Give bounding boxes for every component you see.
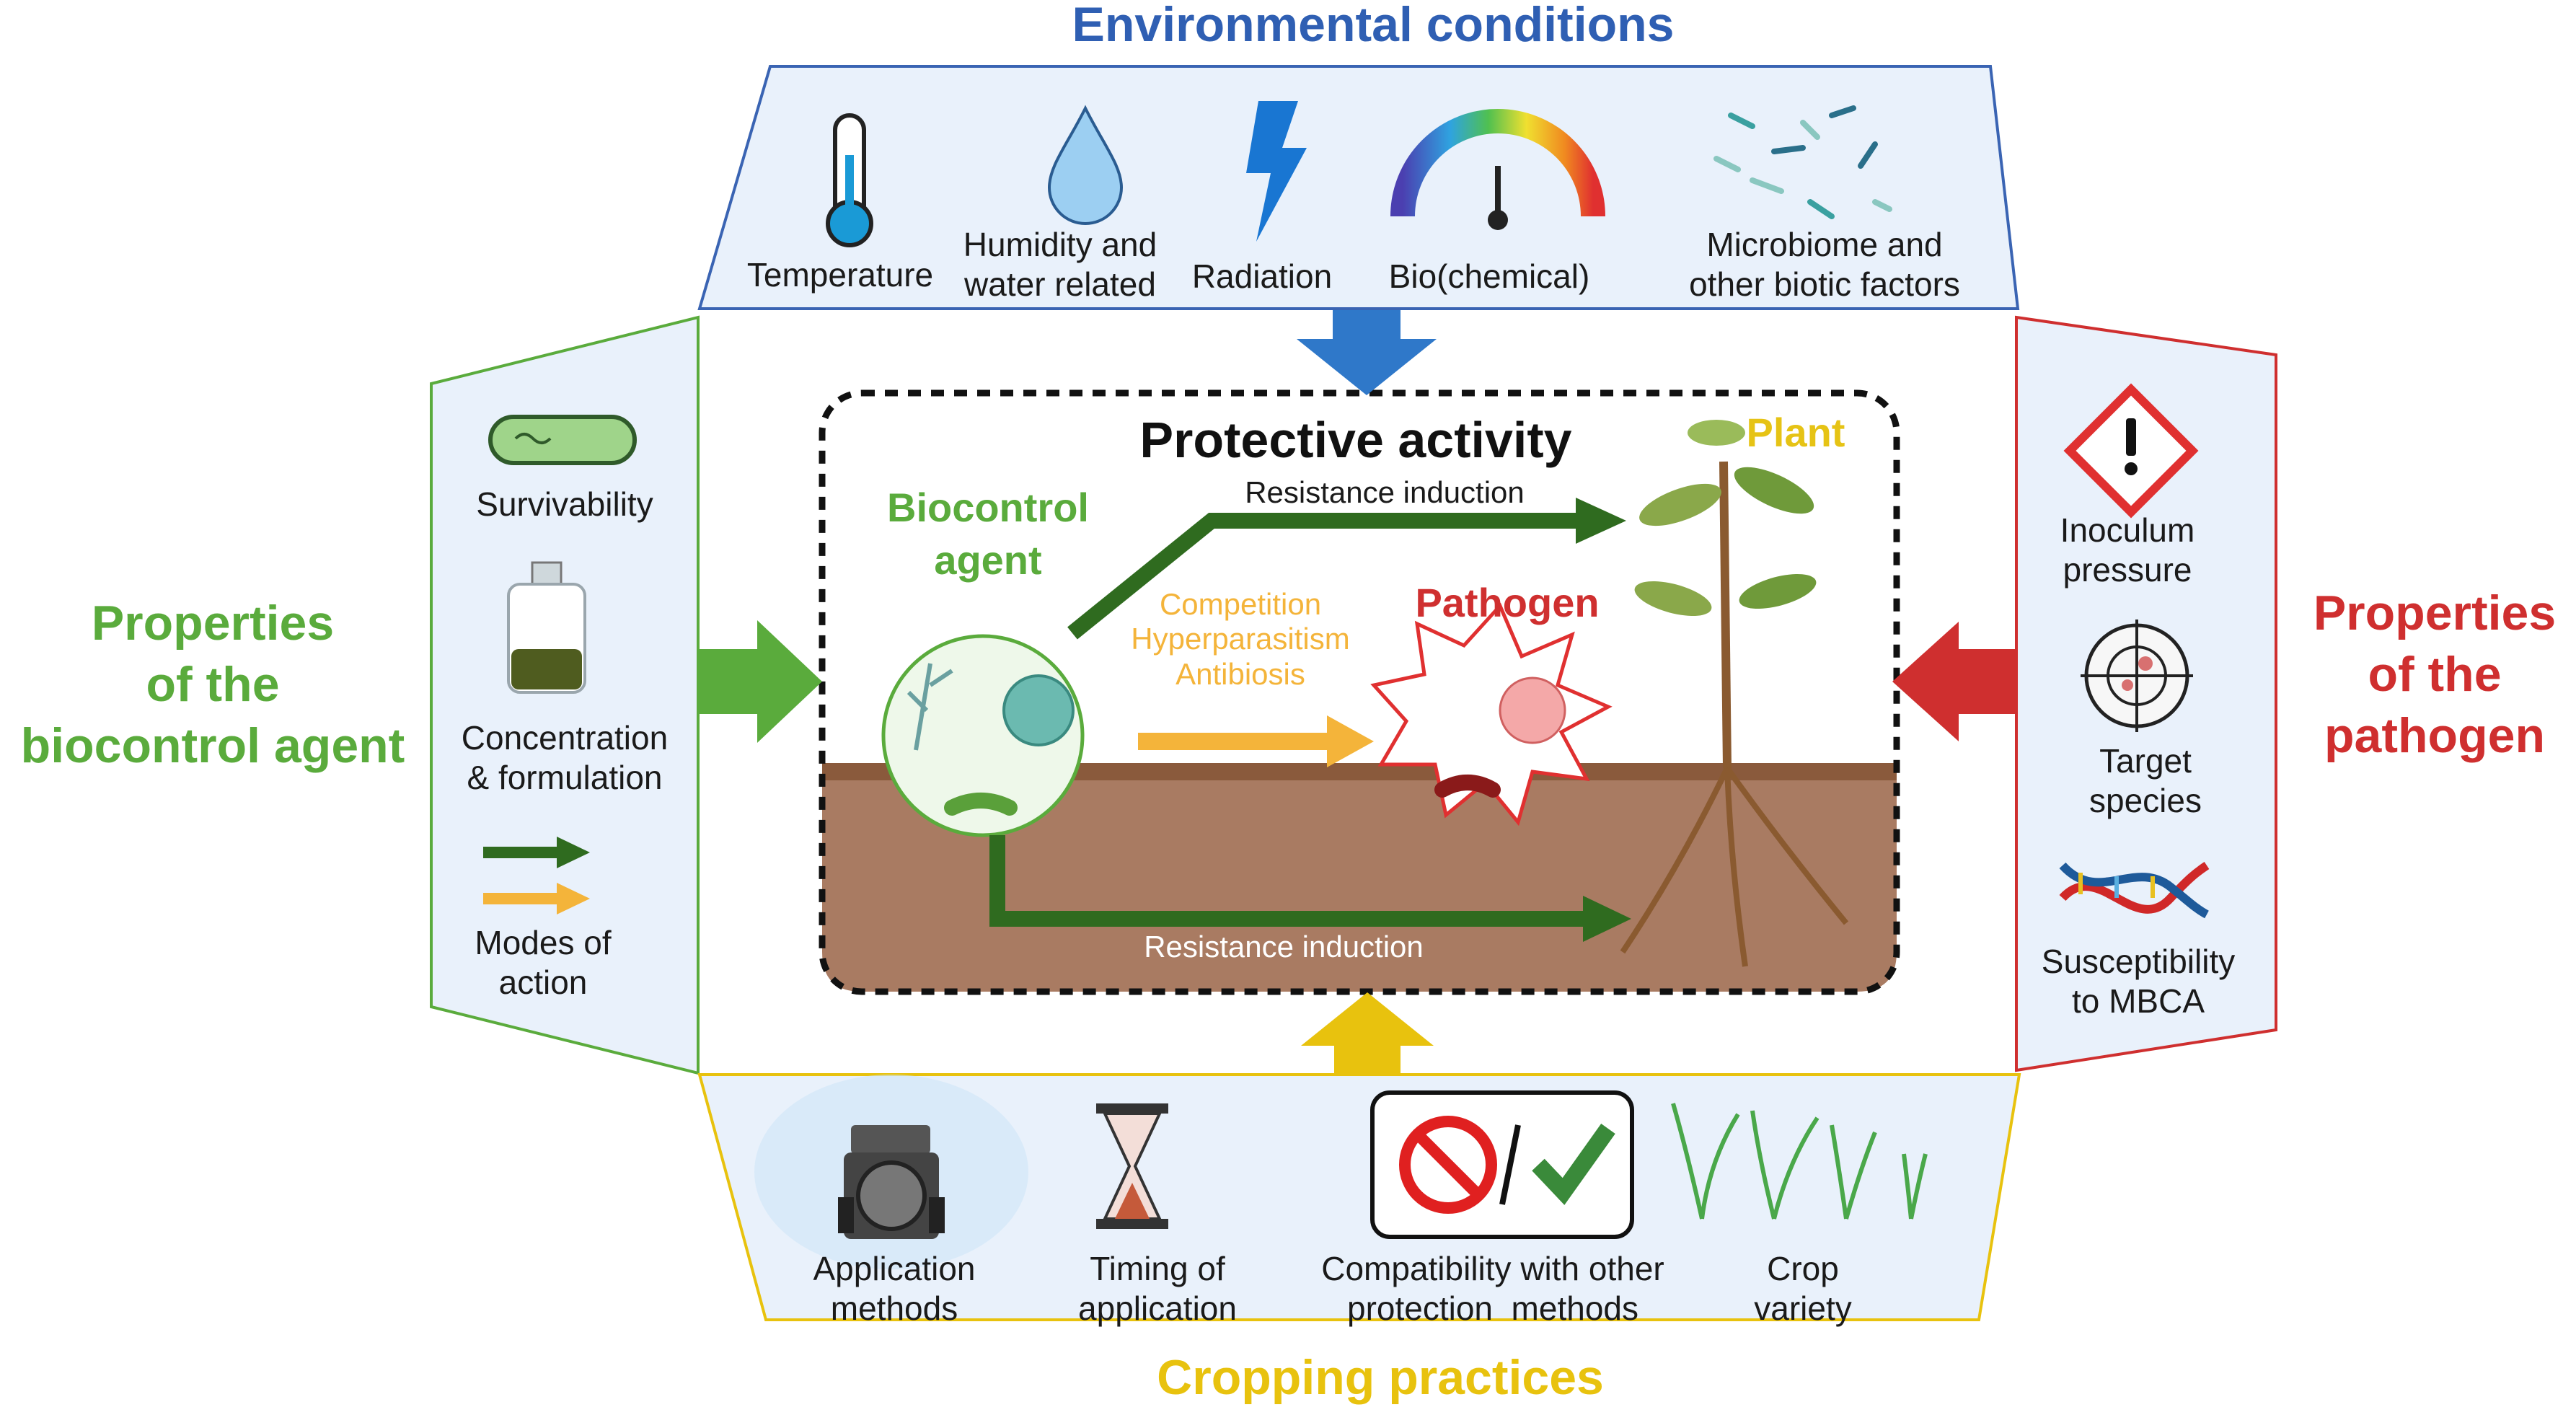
modes-list: Competition Hyperparasitism Antibiosis	[1131, 587, 1350, 691]
compatibility-label: Compatibility with other protection meth…	[1321, 1250, 1664, 1328]
humidity-label: Humidity and water related	[963, 226, 1157, 304]
cropping-panel	[697, 1073, 2021, 1321]
radiation-label: Radiation	[1191, 257, 1333, 295]
protective-activity-border	[819, 389, 1900, 995]
thermometer-icon	[826, 113, 873, 247]
hourglass-icon	[1096, 1103, 1168, 1229]
crop-variety-label: Crop variety	[1754, 1250, 1852, 1328]
resistance-arrow-top	[1067, 498, 1626, 640]
pathogen-label: Pathogen	[1415, 580, 1600, 625]
resistance-label-top: Resistance induction	[1245, 475, 1525, 509]
survivability-label: Survivability	[476, 485, 653, 523]
modes-arrow	[1138, 715, 1374, 767]
biochemical-label: Bio(chemical)	[1388, 257, 1590, 295]
environment-title: Environmental conditions	[1072, 0, 1675, 52]
timing-label: Timing of application	[1078, 1250, 1237, 1328]
soil-area	[822, 766, 1897, 992]
lightning-icon	[1246, 101, 1307, 242]
temperature-label: Temperature	[746, 256, 934, 294]
target-species-label: Target species	[2089, 742, 2202, 820]
plant-icon	[1620, 420, 1849, 967]
gauge-icon	[1390, 109, 1605, 230]
target-icon	[2081, 620, 2193, 732]
microbiome-icon	[1713, 105, 1892, 219]
plant-label: Plant	[1746, 410, 1845, 455]
bottle-icon	[507, 561, 586, 694]
biocontrol-agent-label: Biocontrol agent	[887, 485, 1089, 583]
agent-circle	[881, 634, 1085, 837]
crop-icon	[1671, 1103, 1928, 1220]
biocontrol-arrow	[698, 620, 822, 743]
biocontrol-title: Properties of the biocontrol agent	[20, 596, 405, 773]
resistance-arrow-bottom	[989, 835, 1631, 942]
tractor-icon	[754, 1075, 1028, 1269]
pathogen-arrow	[1892, 622, 2016, 741]
water-drop-icon	[1047, 105, 1124, 225]
modes-of-action-label: Modes of action	[475, 924, 612, 1002]
pathogen-properties-title: Properties of the pathogen	[2313, 586, 2557, 763]
application-methods-label: Application methods	[813, 1250, 976, 1328]
cropping-arrow	[1301, 992, 1434, 1075]
pathogen-burst	[1370, 602, 1613, 826]
concentration-label: Concentration & formulation	[461, 719, 669, 797]
bacterium-icon	[488, 415, 637, 465]
hazard-icon	[2063, 383, 2199, 519]
resistance-label-bottom: Resistance induction	[1144, 930, 1424, 964]
susceptibility-label: Susceptibility to MBCA	[2041, 943, 2236, 1021]
dna-icon	[2059, 862, 2210, 919]
cropping-title: Cropping practices	[1157, 1350, 1604, 1405]
arrows-icon	[483, 837, 590, 914]
protective-activity-title: Protective activity	[1139, 412, 1572, 468]
environment-panel	[697, 65, 2020, 310]
microbiome-label: Microbiome and other biotic factors	[1689, 226, 1960, 304]
environment-arrow	[1297, 310, 1437, 395]
inoculum-label: Inoculum pressure	[2060, 511, 2195, 589]
compatibility-icon	[1370, 1090, 1634, 1239]
